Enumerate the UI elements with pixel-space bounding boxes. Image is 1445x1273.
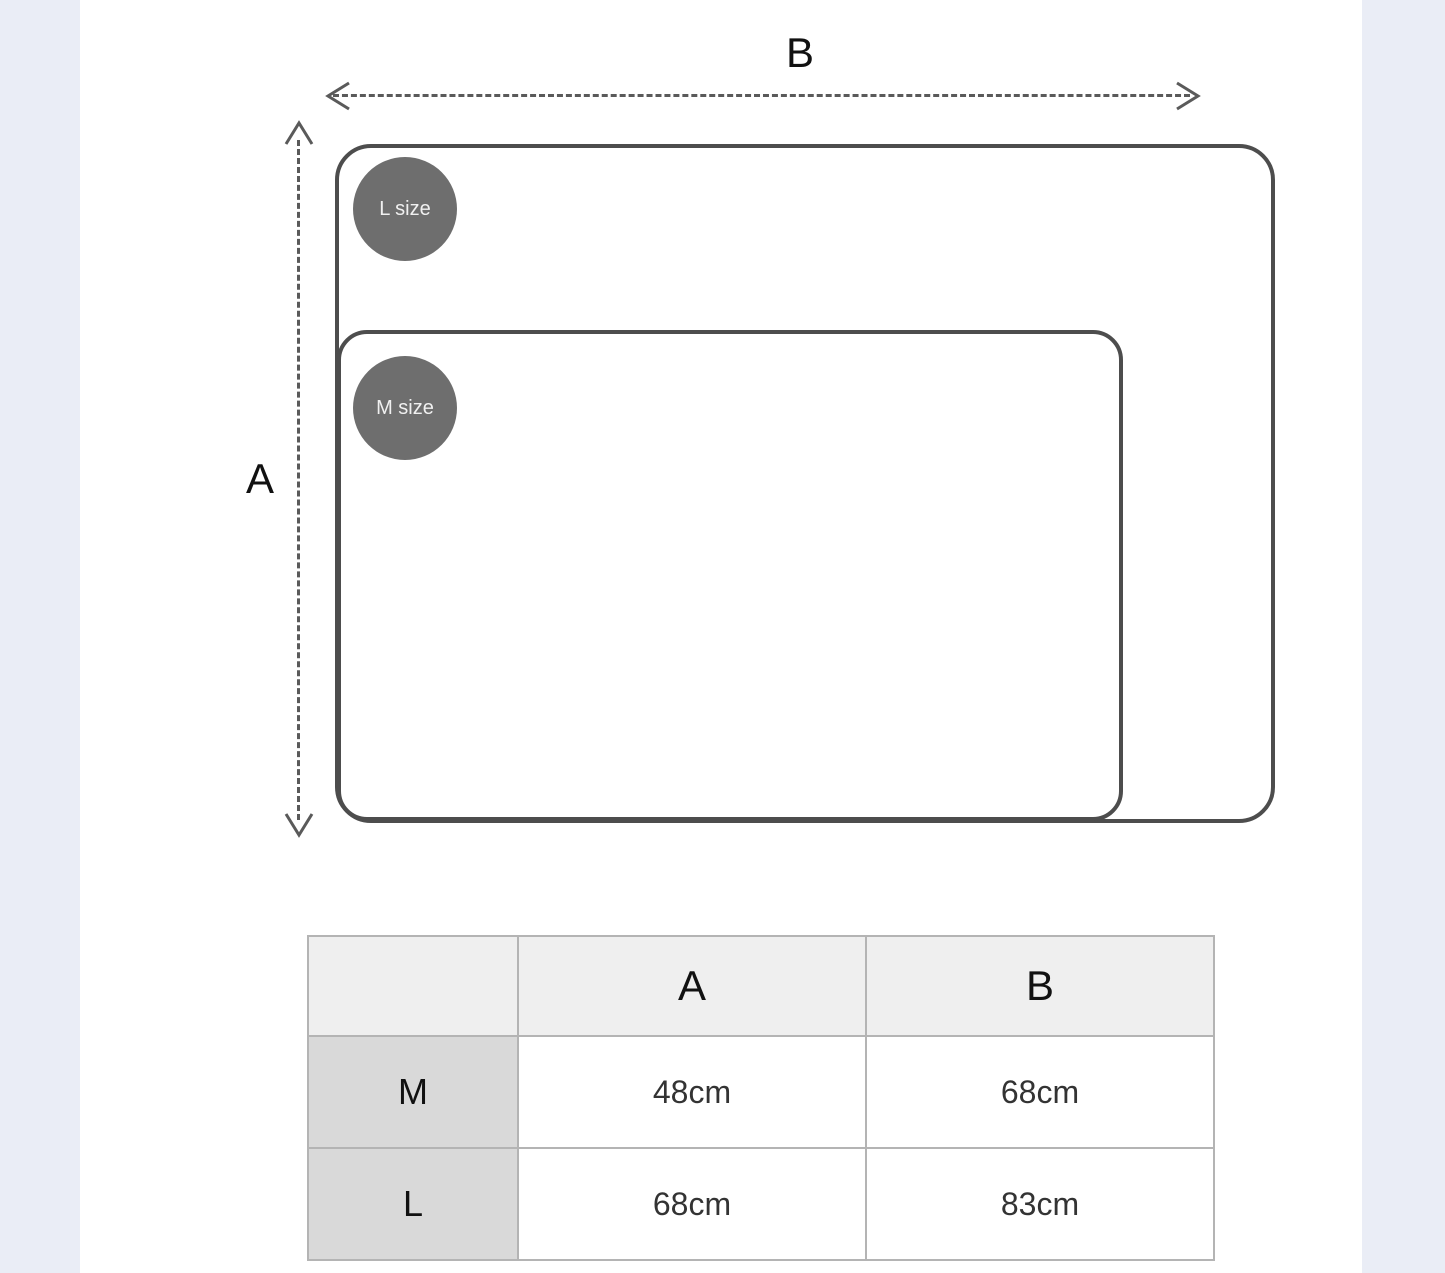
table-cell-l-b: 83cm [865,1147,1215,1261]
table-rowhead-m: M [307,1035,519,1149]
table-cell-m-a: 48cm [517,1035,867,1149]
table-header-a: A [517,935,867,1037]
arrow-right-icon [1175,80,1201,112]
dimension-line-horizontal [333,94,1190,97]
table-header-b: B [865,935,1215,1037]
table-header-row: A B [307,935,1215,1037]
arrow-down-icon [283,812,315,838]
table-header-corner [307,935,519,1037]
badge-large: L size [353,157,457,261]
content-sheet: B A [80,0,1362,1273]
arrow-up-icon [283,120,315,146]
shape-outline-medium [337,330,1123,821]
table-row: M 48cm 68cm [307,1035,1215,1149]
table-cell-l-a: 68cm [517,1147,867,1261]
table-row: L 68cm 83cm [307,1147,1215,1261]
table-rowhead-l: L [307,1147,519,1261]
size-diagram: B A [80,0,1362,900]
dimension-label-a: A [245,455,274,502]
dimension-line-vertical [297,140,300,820]
size-chart-table: A B M 48cm 68cm L 68cm 83cm [307,935,1215,1261]
dimension-label-b: B [785,29,814,76]
badge-medium: M size [353,356,457,460]
table-cell-m-b: 68cm [865,1035,1215,1149]
arrow-left-icon [325,80,351,112]
